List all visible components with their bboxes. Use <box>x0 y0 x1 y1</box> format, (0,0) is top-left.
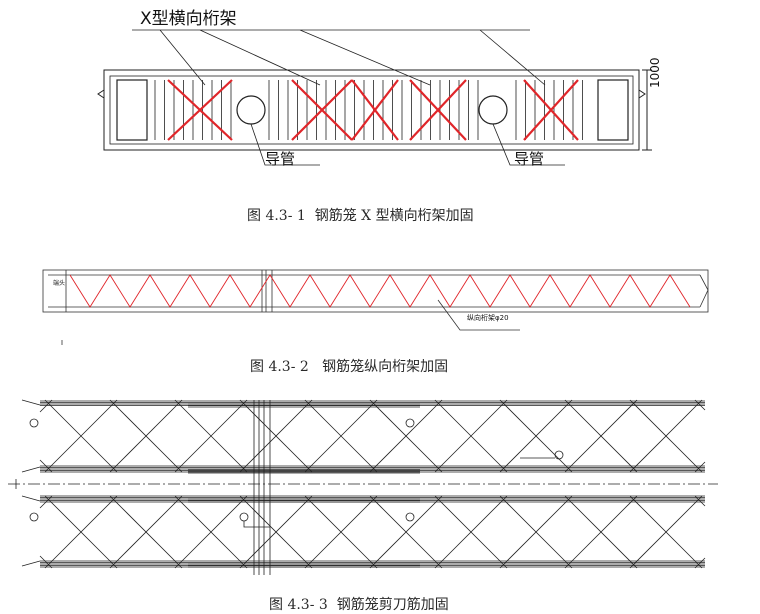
truss-leaders <box>132 29 546 86</box>
marker-6 <box>554 450 564 460</box>
x-truss-1 <box>167 79 233 141</box>
x-truss-4 <box>409 79 467 141</box>
marker-5 <box>239 512 249 522</box>
conduit-left <box>236 95 266 125</box>
scissor-bar <box>304 399 378 473</box>
conduit-leaders <box>250 123 565 166</box>
x-truss-2 <box>291 79 353 141</box>
break-marks <box>97 89 646 99</box>
marker-leaders <box>243 457 555 528</box>
dimension-line <box>642 69 652 151</box>
scissor-bar <box>109 495 183 569</box>
scissor-bar <box>434 399 508 473</box>
scissor-bar <box>44 495 118 569</box>
scissor-bars <box>39 399 706 569</box>
scissor-bar <box>109 399 183 473</box>
scissor-bar <box>174 495 248 569</box>
scissor-bar <box>39 459 53 473</box>
figure2-caption: 图 4.3- 2 钢筋笼纵向桁架加固 <box>250 359 449 375</box>
figure2-drawing <box>42 269 709 345</box>
longitudinal-truss <box>69 274 691 308</box>
conduit-right <box>478 95 508 125</box>
marker-2 <box>29 512 39 522</box>
scissor-bar <box>304 495 378 569</box>
scissor-bar <box>239 399 313 473</box>
cage-long-rails <box>48 274 700 308</box>
truss-callout-label: X型横向桁架 <box>140 9 237 29</box>
longitudinal-truss-label: 纵向桁架φ20 <box>467 314 509 322</box>
figure1-caption: 图 4.3- 1 钢筋笼 X 型横向桁架加固 <box>247 208 474 224</box>
cage-long-outline <box>42 269 709 313</box>
cage-inner-outline <box>109 75 634 145</box>
scissor-bar <box>369 399 443 473</box>
scissor-bar <box>564 399 638 473</box>
scissor-bar <box>369 495 443 569</box>
scissor-bar <box>39 555 53 569</box>
end-label: 端头 <box>53 280 66 287</box>
figure3-caption: 图 4.3- 3 钢筋笼剪刀筋加固 <box>269 597 449 613</box>
marker-4 <box>405 512 415 522</box>
splice-bars <box>253 400 271 575</box>
cage-long-sections <box>65 270 273 312</box>
scissor-bar <box>39 495 53 509</box>
scissor-bar <box>44 399 118 473</box>
x-truss-5 <box>523 79 579 141</box>
scissor-bar <box>434 495 508 569</box>
marker-3 <box>405 418 415 428</box>
cage-long-end <box>699 274 709 308</box>
vertical-bars <box>154 80 583 140</box>
scissor-bar <box>694 399 706 411</box>
dimension-label: 1000 <box>648 57 662 88</box>
figure1-drawing <box>97 29 652 166</box>
x-trusses <box>167 79 579 141</box>
scissor-bar <box>499 495 573 569</box>
scissor-bar <box>694 557 706 569</box>
scissor-bar <box>694 495 706 507</box>
scissor-bar <box>174 399 248 473</box>
scissor-bar <box>499 399 573 473</box>
scissor-bar <box>629 495 703 569</box>
scissor-bar <box>39 399 53 413</box>
end-block-right <box>597 79 629 141</box>
scissor-bar <box>629 399 703 473</box>
conduit-left-label: 导管 <box>265 150 296 168</box>
horizontal-bars <box>40 400 705 568</box>
long-truss-leader <box>437 299 520 331</box>
scissor-bar <box>564 495 638 569</box>
end-block-left <box>116 79 148 141</box>
cage-outline <box>103 69 640 151</box>
marker-1 <box>29 418 39 428</box>
tapered-ends <box>21 399 41 567</box>
x-truss-3 <box>351 79 399 141</box>
figure3-drawing <box>8 399 718 575</box>
scissor-bar <box>694 461 706 473</box>
conduit-right-label: 导管 <box>514 150 545 168</box>
scissor-bar <box>239 495 313 569</box>
